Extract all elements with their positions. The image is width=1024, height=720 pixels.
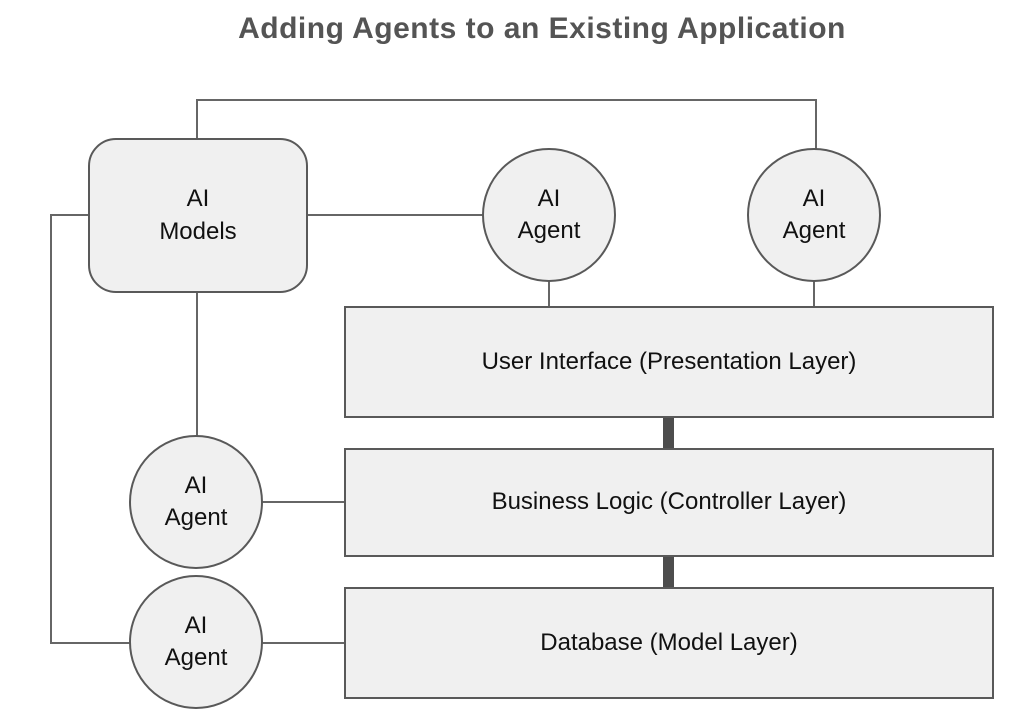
thick-connector-business-to-database: [663, 555, 674, 588]
node-ai-agent-top-right: AI Agent: [747, 148, 881, 282]
connector-left-wall-to-bottom-agent: [50, 642, 131, 644]
layer-business-logic-label: Business Logic (Controller Layer): [491, 488, 847, 516]
connector-models-to-center-agent: [308, 214, 484, 216]
layer-business-logic: Business Logic (Controller Layer): [344, 448, 994, 557]
node-ai-agent-left-bottom-label: AI Agent: [164, 611, 228, 671]
connector-left-bottom-agent-to-database: [261, 642, 346, 644]
node-ai-agent-left-middle-label: AI Agent: [164, 471, 228, 531]
connector-top-to-right-agent-vertical: [815, 99, 817, 151]
node-ai-agent-top-center-label: AI Agent: [517, 184, 581, 244]
layer-database-label: Database (Model Layer): [540, 628, 798, 656]
connector-models-to-left-middle-agent: [196, 292, 198, 437]
thick-connector-ui-to-business: [663, 417, 674, 449]
node-ai-agent-left-bottom: AI Agent: [129, 575, 263, 709]
connector-center-agent-to-ui: [548, 279, 550, 308]
diagram-title: Adding Agents to an Existing Application: [238, 12, 846, 45]
node-ai-agent-left-middle: AI Agent: [129, 435, 263, 569]
layer-user-interface-label: User Interface (Presentation Layer): [481, 347, 857, 375]
node-ai-models: AI Models: [88, 138, 308, 293]
connector-left-middle-agent-to-business: [262, 501, 346, 503]
node-ai-models-label: AI Models: [159, 185, 237, 245]
connector-models-left-horizontal: [50, 214, 90, 216]
node-ai-agent-top-center: AI Agent: [482, 148, 616, 282]
connector-top-horizontal: [196, 99, 817, 101]
connector-left-wall-vertical: [50, 214, 52, 644]
connector-models-top-vertical: [196, 99, 198, 139]
layer-user-interface: User Interface (Presentation Layer): [344, 306, 994, 418]
connector-right-agent-to-ui: [813, 280, 815, 308]
layer-database: Database (Model Layer): [344, 587, 994, 699]
node-ai-agent-top-right-label: AI Agent: [782, 184, 846, 244]
